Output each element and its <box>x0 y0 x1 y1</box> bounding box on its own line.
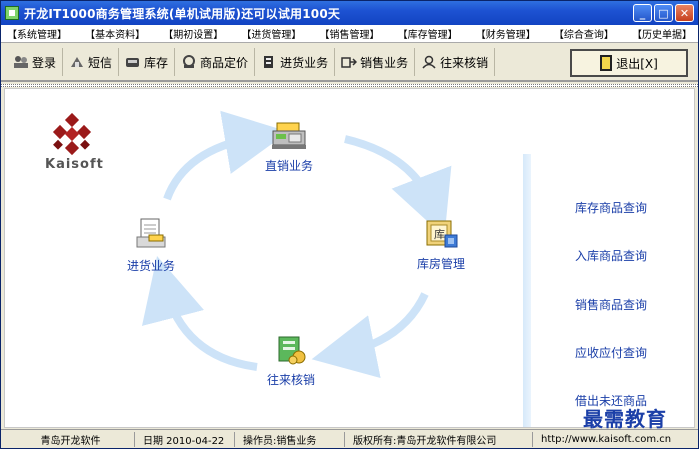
node-purchase[interactable]: 进货业务 <box>127 217 175 274</box>
main-panel: Kaisoft 直销业务 <box>4 88 695 428</box>
window-controls: _ □ ✕ <box>633 4 694 22</box>
menu-basic-data[interactable]: 【基本资料】 <box>85 30 146 41</box>
watermark-text: 最需教育 <box>583 407 667 431</box>
cash-register-icon <box>272 122 306 149</box>
menu-bar: 【系统管理】 【基本资料】 【期初设置】 【进货管理】 【销售管理】 【库存管理… <box>1 25 698 43</box>
direct-sales-label: 直销业务 <box>265 159 314 173</box>
menu-finance[interactable]: 【财务管理】 <box>475 30 536 41</box>
arrow-direct-to-warehouse <box>344 135 452 237</box>
status-operator: 操作员:销售业务 <box>235 431 345 447</box>
toolbar: 登录 短信 库存 商品定价 进货业务 <box>1 44 698 82</box>
login-icon <box>13 55 29 69</box>
query-lent-items[interactable]: 借出未还商品 <box>575 394 648 408</box>
status-copyright: 版权所有:青岛开龙软件有限公司 <box>345 431 533 447</box>
menu-initial-setup[interactable]: 【期初设置】 <box>163 30 224 41</box>
exit-door-icon <box>600 55 613 71</box>
toolbar-purchase-label: 进货业务 <box>280 55 329 70</box>
maximize-button[interactable]: □ <box>654 4 673 22</box>
purchase-icon <box>261 55 277 69</box>
kaisoft-logo <box>49 112 97 161</box>
menu-history[interactable]: 【历史单据】 <box>632 30 692 41</box>
toolbar-sales-label: 销售业务 <box>360 55 409 70</box>
sales-icon <box>341 55 358 69</box>
app-icon <box>5 6 19 20</box>
warehouse-label: 库房管理 <box>417 257 466 271</box>
arrow-warehouse-to-reconcile <box>311 292 429 379</box>
kaisoft-logo-text: Kaisoft <box>45 157 104 172</box>
toolbar-login-label: 登录 <box>32 55 57 70</box>
query-receivable-payable[interactable]: 应收应付查询 <box>575 346 648 360</box>
toolbar-sms-button[interactable]: 短信 <box>63 48 120 76</box>
toolbar-sales-button[interactable]: 销售业务 <box>335 48 416 76</box>
toolbar-login-button[interactable]: 登录 <box>7 48 64 76</box>
arrow-purchase-to-direct <box>163 110 289 201</box>
menu-query[interactable]: 【综合查询】 <box>553 30 614 41</box>
status-bar: 青岛开龙软件 日期 2010-04-22 操作员:销售业务 版权所有:青岛开龙软… <box>1 429 698 448</box>
window-title: 开龙IT1000商务管理系统(单机试用版)还可以试用100天 <box>24 6 341 21</box>
close-button[interactable]: ✕ <box>675 4 694 22</box>
warehouse-icon: 库 <box>426 220 458 248</box>
menu-system[interactable]: 【系统管理】 <box>7 30 67 41</box>
sms-icon <box>69 55 85 69</box>
title-bar[interactable]: 开龙IT1000商务管理系统(单机试用版)还可以试用100天 _ □ ✕ <box>1 1 698 25</box>
menu-sales[interactable]: 【销售管理】 <box>319 30 380 41</box>
status-company: 青岛开龙软件 <box>7 431 135 447</box>
toolbar-pricing-button[interactable]: 商品定价 <box>175 48 256 76</box>
query-stock-items[interactable]: 库存商品查询 <box>575 201 648 215</box>
query-panel-rail <box>523 154 531 427</box>
exit-label: 退出[X] <box>616 56 658 71</box>
toolbar-reconcile-label: 往来核销 <box>440 55 489 70</box>
menu-purchase[interactable]: 【进货管理】 <box>241 30 302 41</box>
node-reconcile[interactable]: 往来核销 <box>267 335 315 388</box>
purchase-label: 进货业务 <box>127 259 176 273</box>
ledger-icon <box>278 336 306 365</box>
toolbar-purchase-button[interactable]: 进货业务 <box>255 48 336 76</box>
workflow-arrows <box>141 110 452 379</box>
kaisoft-logo-icon <box>52 112 92 156</box>
toolbar-reconcile-button[interactable]: 往来核销 <box>415 48 496 76</box>
toolbar-pricing-label: 商品定价 <box>200 55 249 70</box>
exit-button[interactable]: 退出[X] <box>570 49 688 77</box>
status-url: http://www.kaisoft.com.cn <box>541 433 672 445</box>
toolbar-inventory-button[interactable]: 库存 <box>119 48 176 76</box>
query-inbound-items[interactable]: 入库商品查询 <box>575 249 648 263</box>
reconcile-label: 往来核销 <box>267 373 316 387</box>
toolbar-separator <box>1 84 698 87</box>
toolbar-inventory-label: 库存 <box>144 55 169 70</box>
svg-text:库: 库 <box>434 228 445 241</box>
node-warehouse[interactable]: 库 库房管理 <box>417 217 465 272</box>
reconcile-icon <box>421 55 437 69</box>
inventory-icon <box>125 55 141 69</box>
status-date: 日期 2010-04-22 <box>135 431 235 447</box>
purchase-document-icon <box>136 218 166 248</box>
pricing-icon <box>181 55 197 69</box>
toolbar-sms-label: 短信 <box>88 55 113 70</box>
query-sold-items[interactable]: 销售商品查询 <box>575 298 648 312</box>
menu-inventory[interactable]: 【库存管理】 <box>397 30 458 41</box>
arrow-reconcile-to-purchase <box>141 256 258 371</box>
node-direct-sales[interactable]: 直销业务 <box>265 121 313 174</box>
minimize-button[interactable]: _ <box>633 4 652 22</box>
